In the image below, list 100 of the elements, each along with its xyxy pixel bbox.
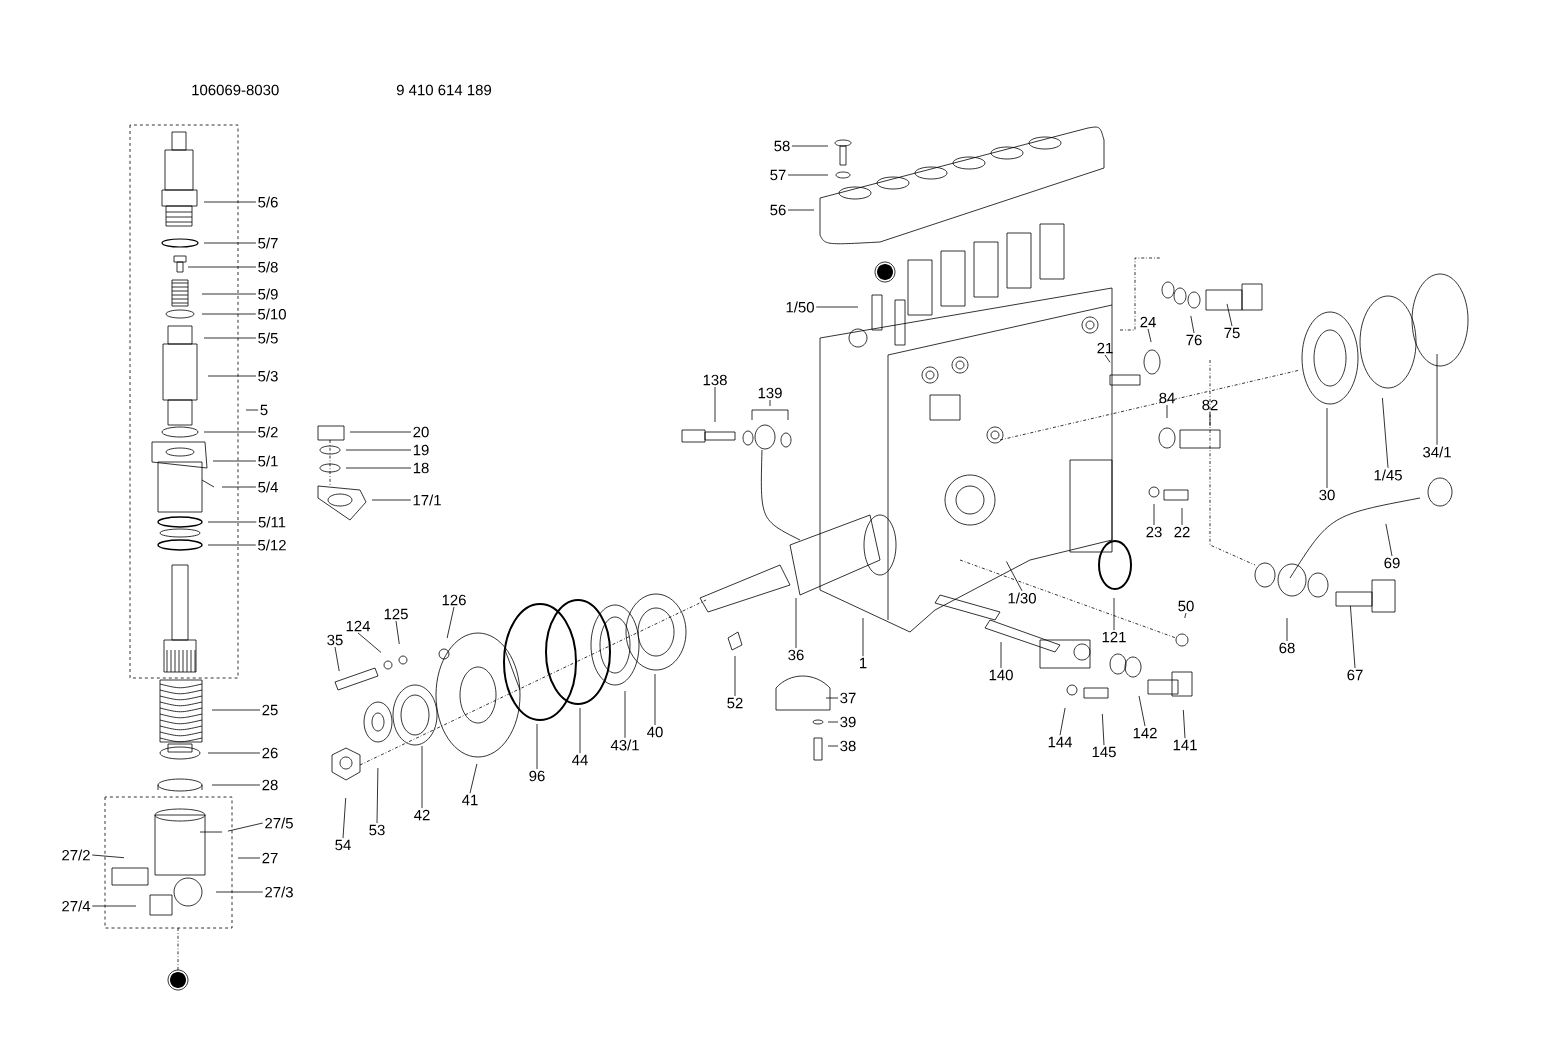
callout-number: 38 [840,740,856,752]
leader-line [795,597,797,649]
leader-line [215,891,264,893]
leader-line [1147,328,1152,343]
leader-line [734,655,736,697]
callout-number: 40 [647,726,663,738]
callout-number: 37 [840,692,856,704]
leader-line [862,617,864,657]
callout-number: 42 [414,809,430,821]
leader-line [1286,617,1288,642]
leader-line [1226,303,1233,327]
callout-number: 21 [1097,342,1113,354]
callout-number: 1/45 [1374,469,1402,481]
leader-line [1138,695,1146,727]
part-number: 106069-8030 [192,84,279,96]
callout-number: 17/1 [413,494,441,506]
leader-line [207,752,261,754]
leader-line [1209,411,1211,427]
leader-line [714,386,716,423]
callout-number: 5/1 [258,455,278,467]
leader-line [345,467,412,469]
callout-number: 1/30 [1008,592,1036,604]
leader-line [91,905,137,907]
leader-line [376,767,379,824]
callout-number: 5/4 [258,481,278,493]
leader-line [787,209,815,211]
leader-line [469,763,478,794]
callout-number: 18 [413,462,429,474]
leader-line [1153,503,1155,526]
leader-line [1385,523,1393,557]
callout-number: 58 [774,140,790,152]
leader-line [769,399,771,407]
leader-line [1181,507,1183,526]
leader-line [791,145,829,147]
callout-number: 126 [442,594,466,606]
callout-number: 30 [1319,489,1335,501]
leader-line [371,499,412,501]
callout-number: 54 [335,839,351,851]
callout-number: 1/50 [786,301,814,313]
leader-line [1350,605,1356,669]
leader-line [395,620,400,645]
leader-line [211,709,261,711]
callout-number: 27/3 [265,886,293,898]
callout-number: 5/8 [258,261,278,273]
callout-number: 5/9 [258,288,278,300]
callout-number: 43/1 [610,739,639,751]
leader-line [1006,561,1023,592]
callout-number: 1 [860,657,867,669]
leader-line [446,606,455,639]
leader-line [207,521,257,523]
leader-line [245,409,259,411]
callout-number: 34/1 [1423,446,1451,458]
callout-number: 142 [1133,727,1157,739]
callout-number: 96 [529,770,545,782]
callout-number: 26 [262,747,278,759]
leader-line [203,201,257,203]
leader-line [654,673,656,726]
callout-number: 5/12 [258,539,286,551]
leader-line [201,293,257,295]
leader-line [342,797,347,839]
leader-line [237,857,261,859]
callout-number: 20 [413,426,429,438]
leader-line [1166,404,1168,419]
leader-line [624,690,626,739]
callout-number: 24 [1140,316,1156,328]
leader-line [201,313,257,315]
callout-number: 68 [1279,642,1295,654]
leader-line [212,460,257,462]
leader-line [1113,597,1115,631]
callout-number: 5/2 [258,426,278,438]
leader-line [211,784,261,786]
leader-line [1000,641,1002,669]
leader-line [536,723,538,770]
leader-line [227,822,264,832]
callout-number: 124 [346,620,371,632]
callout-number: 140 [989,669,1013,681]
leader-line [357,632,382,653]
leader-line [221,486,257,488]
leader-line [345,449,412,451]
callout-number: 25 [262,704,278,716]
callout-number: 84 [1159,392,1175,404]
leader-line [825,697,839,699]
callout-number: 5/10 [258,308,286,320]
leader-line [91,854,125,859]
callout-number: 5/5 [258,332,278,344]
callout-number: 5/3 [258,370,278,382]
leader-line [579,707,581,754]
leader-line [349,431,412,433]
callout-number: 121 [1102,631,1126,643]
callout-number: 22 [1174,526,1190,538]
part-number: 9 410 614 189 [396,84,492,96]
callout-number: 53 [369,824,385,836]
callout-number: 69 [1384,557,1400,569]
leader-line [827,721,839,723]
callout-number: 35 [327,634,343,646]
leader-line [1436,353,1438,446]
leader-line [207,375,257,377]
callout-number: 28 [262,779,278,791]
callout-number: 5 [260,404,268,416]
callout-number: 56 [770,204,786,216]
